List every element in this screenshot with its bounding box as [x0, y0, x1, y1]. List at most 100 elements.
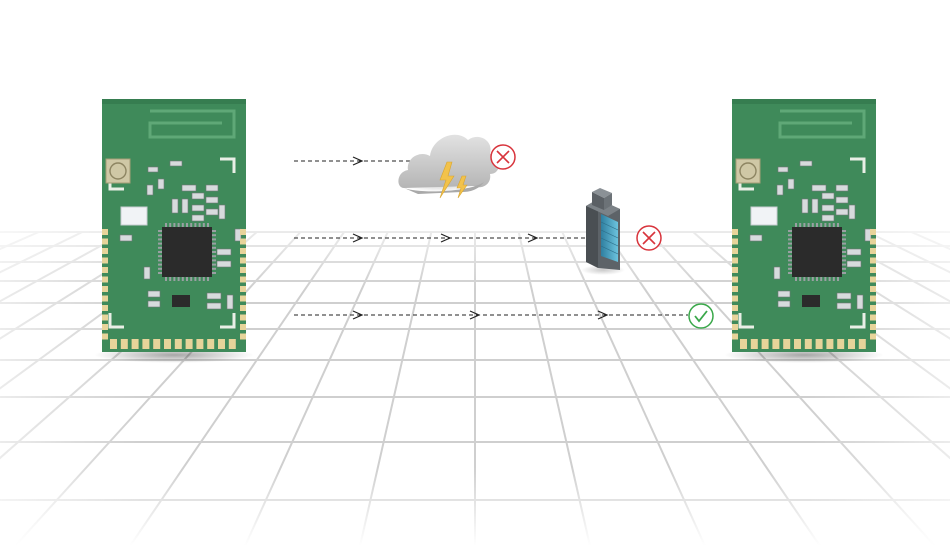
gold-pad [120, 339, 128, 349]
passive-component [206, 292, 222, 300]
passive-component [821, 204, 835, 212]
main-chip [162, 227, 212, 277]
crystal-ring [739, 162, 757, 180]
pcb-edge [102, 99, 246, 104]
chip-pin [807, 223, 810, 227]
chip-pin [842, 246, 846, 249]
gold-pad [837, 339, 845, 349]
gold-pad [240, 238, 246, 245]
silkscreen-mark [850, 157, 866, 173]
gold-pad [870, 324, 876, 330]
chip-pin [842, 272, 846, 274]
passive-component [181, 198, 189, 214]
passive-component [191, 214, 205, 222]
passive-component [181, 184, 197, 192]
passive-component [836, 292, 852, 300]
gold-pad [240, 229, 246, 235]
gold-pad [240, 257, 246, 264]
passive-component [777, 290, 791, 298]
gold-pad [240, 286, 246, 292]
chip-pin [788, 238, 792, 241]
gold-pad [240, 314, 246, 321]
passive-component [226, 294, 234, 310]
passive-component [848, 204, 856, 220]
chip-pin [842, 267, 846, 270]
passive-component [836, 302, 852, 310]
chip-pin [832, 277, 835, 281]
passive-component [169, 160, 183, 167]
passive-component [171, 198, 179, 214]
passive-component [218, 204, 226, 220]
passive-component [216, 248, 232, 256]
chip-pin [828, 277, 831, 281]
silkscreen-mark [220, 157, 236, 173]
passive-component [835, 196, 849, 204]
arrow-head-icon [469, 310, 481, 320]
gold-pad [102, 333, 108, 340]
chip-pin [788, 267, 792, 270]
gold-pad [826, 339, 834, 349]
lightning-bolt-icon [439, 161, 455, 199]
chip-pin [816, 277, 818, 281]
chip-pin [198, 277, 201, 281]
passive-component [835, 184, 849, 192]
chip-pin [158, 259, 162, 262]
gold-pad [240, 248, 246, 254]
gold-pad [740, 339, 747, 349]
white-component [120, 206, 148, 226]
chip-pin [212, 234, 216, 237]
gold-pad [240, 305, 246, 311]
chip-pin [158, 234, 162, 237]
chip-pin [158, 242, 162, 245]
passive-component [147, 166, 159, 173]
antenna-trace [148, 109, 236, 139]
chip-pin [842, 255, 846, 258]
gold-pad [164, 339, 171, 349]
chip-pin [788, 263, 792, 266]
passive-component [749, 234, 763, 242]
gold-pad [783, 339, 791, 349]
gold-pad [102, 276, 108, 283]
passive-component [205, 196, 219, 204]
chip-pin [828, 223, 831, 227]
gold-pad [761, 339, 769, 349]
error-circle-icon [490, 144, 516, 170]
passive-component [777, 166, 789, 173]
gold-pad [732, 229, 738, 235]
passive-component [773, 266, 781, 280]
chip-pin [158, 263, 162, 266]
gold-pad [102, 238, 108, 245]
wireless-module-icon-right [724, 99, 884, 363]
gold-pad [732, 257, 738, 264]
chip-pin [169, 223, 172, 227]
chip-pin [186, 223, 188, 227]
chip-pin [173, 223, 176, 227]
chip-pin [158, 238, 162, 241]
passive-component [157, 178, 165, 190]
chip-pin [788, 251, 792, 253]
chip-pin [811, 223, 814, 227]
gold-pad [732, 324, 738, 330]
chip-pin [212, 242, 216, 245]
chip-pin [212, 272, 216, 274]
gold-pad [870, 333, 876, 340]
signal-path-building [294, 233, 590, 243]
chip-pin [788, 230, 792, 232]
passive-component [216, 260, 232, 268]
chip-pin [212, 238, 216, 241]
pcb-edge [732, 99, 876, 104]
passive-component [119, 234, 133, 242]
gold-pad [185, 339, 193, 349]
chip-pin [842, 263, 846, 266]
gold-pad [131, 339, 139, 349]
gold-pad [870, 286, 876, 292]
gold-pad [732, 276, 738, 283]
chip-pin [207, 223, 209, 227]
building-icon [581, 188, 625, 275]
small-chip [802, 295, 820, 307]
passive-component [776, 184, 784, 196]
gold-pad [870, 305, 876, 311]
chip-pin [181, 277, 184, 281]
crystal-ring [109, 162, 127, 180]
